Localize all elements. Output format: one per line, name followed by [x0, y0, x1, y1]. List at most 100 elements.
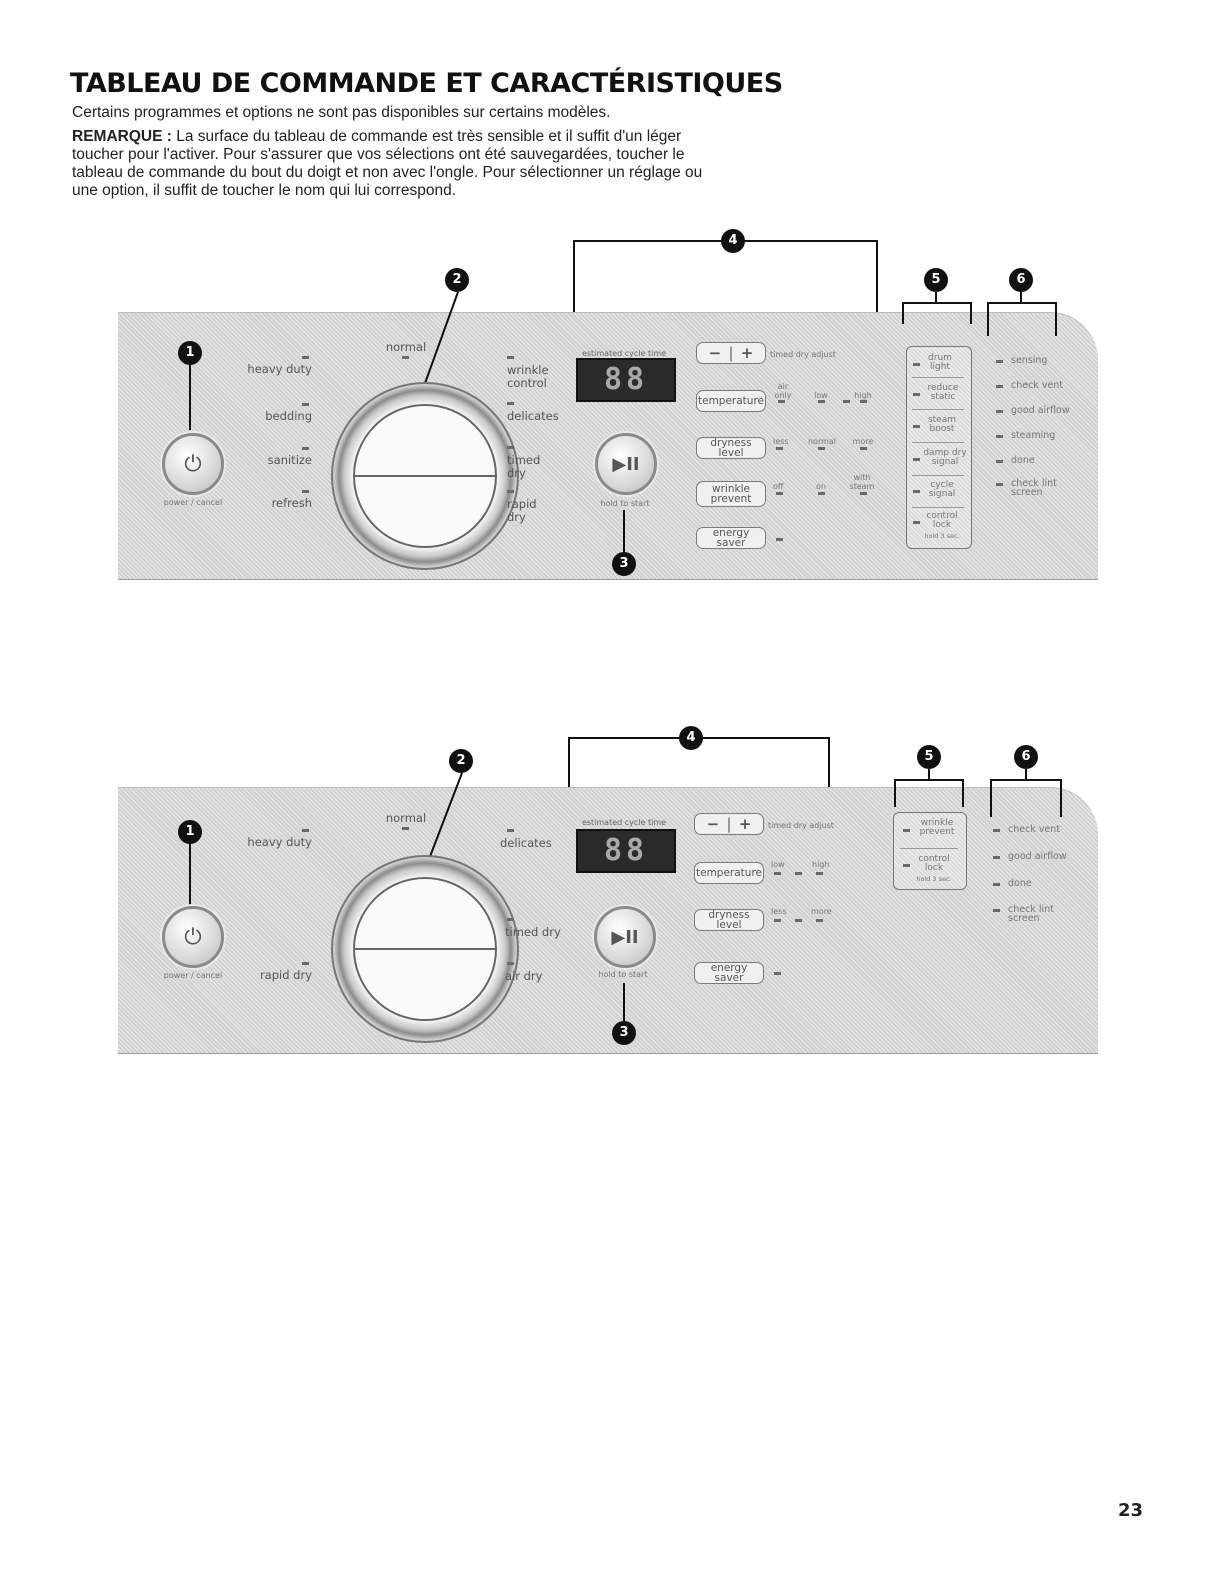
cycle-timed-dry[interactable]: timed dry: [507, 453, 541, 480]
option-reduce-static[interactable]: reduce static: [927, 383, 959, 402]
level-indicator: [778, 400, 785, 403]
cycle-sanitize[interactable]: sanitize: [267, 453, 312, 467]
option-separator: [912, 442, 964, 443]
cycle-bedding[interactable]: bedding: [265, 409, 312, 423]
play-pause-icon: ▶II: [611, 926, 639, 948]
cycle-normal[interactable]: normal: [385, 340, 427, 354]
cycle-indicator: [302, 490, 309, 493]
callout-6-bracket-left: [990, 779, 992, 817]
callout-5-bracket: [902, 302, 972, 304]
status-indicator: [996, 460, 1003, 463]
callout-1: 1: [178, 341, 202, 365]
level-indicator: [774, 972, 781, 975]
callout-5-stem: [928, 769, 930, 779]
dryness-level-normal: normal: [807, 437, 837, 446]
note-label: REMARQUE :: [72, 128, 172, 145]
wrinkle-prevent-button[interactable]: wrinkle prevent: [696, 481, 766, 507]
status-check-vent: check vent: [1008, 824, 1061, 835]
cycle-timed-dry[interactable]: timed dry: [505, 925, 561, 939]
status-indicator: [993, 909, 1000, 912]
option-cycle-signal[interactable]: cycle signal: [928, 480, 956, 499]
temp-level-high: high: [812, 860, 830, 869]
options-panel: [906, 346, 972, 549]
option-steam-boost[interactable]: steam boost: [927, 415, 957, 434]
dial-pointer: [355, 948, 495, 950]
start-pause-button[interactable]: ▶II: [594, 906, 656, 968]
option-indicator: [913, 490, 920, 493]
dryness-level-more: more: [811, 907, 832, 916]
level-indicator: [774, 872, 781, 875]
minus-icon[interactable]: −: [708, 343, 722, 362]
callout-5-bracket-right: [962, 779, 964, 807]
callout-2: 2: [445, 268, 469, 292]
timed-dry-adjust-button[interactable]: − | +: [694, 813, 764, 835]
temperature-button[interactable]: temperature: [694, 862, 764, 884]
callout-4-bracket-right: [828, 737, 830, 787]
status-check-lint-screen: check lint screen: [1011, 478, 1057, 498]
level-indicator: [795, 872, 802, 875]
cycle-delicates[interactable]: delicates: [500, 836, 552, 850]
cycle-indicator: [302, 962, 309, 965]
cycle-air-dry[interactable]: air dry: [505, 969, 543, 983]
control-lock-hold-note: hold 3 sec.: [924, 532, 960, 540]
status-indicator: [996, 360, 1003, 363]
temp-level-high: high: [854, 391, 872, 400]
dial-pointer: [355, 475, 495, 477]
option-control-lock[interactable]: control lock: [926, 511, 958, 530]
option-control-lock[interactable]: control lock: [918, 854, 950, 873]
dryness-level-button[interactable]: dryness level: [696, 437, 766, 459]
energy-saver-button[interactable]: energy saver: [694, 962, 764, 984]
option-drum-light[interactable]: drum light: [928, 353, 952, 372]
cycle-normal[interactable]: normal: [385, 811, 427, 825]
cycle-rapid-dry[interactable]: rapid dry: [259, 968, 312, 982]
callout-5-stem: [935, 292, 937, 302]
plus-icon[interactable]: +: [740, 343, 754, 362]
cycle-refresh[interactable]: refresh: [271, 496, 312, 510]
cycle-selector-dial[interactable]: [331, 382, 519, 570]
cycle-rapid-dry[interactable]: rapid dry: [507, 497, 537, 524]
cycle-wrinkle-control[interactable]: wrinkle control: [507, 363, 549, 390]
level-indicator: [776, 447, 783, 450]
cycle-indicator: [302, 356, 309, 359]
cycle-heavy-duty[interactable]: heavy duty: [247, 362, 312, 376]
level-indicator: [818, 492, 825, 495]
callout-6-bracket-right: [1055, 302, 1057, 336]
callout-1: 1: [178, 820, 202, 844]
cycle-indicator: [507, 356, 514, 359]
start-pause-button[interactable]: ▶II: [595, 433, 657, 495]
plus-icon[interactable]: +: [738, 814, 752, 833]
cycle-indicator: [302, 447, 309, 450]
control-lock-hold-note: hold 3 sec.: [916, 875, 952, 883]
wrinkle-level-off: off: [773, 482, 784, 491]
cycle-indicator: [507, 402, 514, 405]
timed-dry-adjust-button[interactable]: − | +: [696, 342, 766, 364]
option-indicator: [913, 425, 920, 428]
option-separator: [900, 848, 958, 849]
option-indicator: [913, 393, 920, 396]
callout-4-bracket-left: [573, 240, 575, 312]
option-separator: [912, 409, 964, 410]
energy-saver-button[interactable]: energy saver: [696, 527, 766, 549]
power-cancel-button[interactable]: ⏻: [162, 906, 224, 968]
option-indicator: [913, 458, 920, 461]
callout-1-leader: [189, 365, 191, 430]
option-damp-dry-signal[interactable]: damp dry signal: [923, 448, 967, 467]
option-indicator: [913, 521, 920, 524]
cycle-indicator: [507, 918, 514, 921]
cycle-selector-dial[interactable]: [331, 855, 519, 1043]
callout-5-bracket-left: [902, 302, 904, 324]
level-indicator: [816, 919, 823, 922]
cycle-delicates[interactable]: delicates: [507, 409, 559, 423]
callout-2-leader: [423, 291, 459, 387]
cycle-heavy-duty[interactable]: heavy duty: [247, 835, 312, 849]
minus-icon[interactable]: −: [706, 814, 720, 833]
status-indicator: [996, 410, 1003, 413]
option-wrinkle-prevent[interactable]: wrinkle prevent: [919, 818, 955, 837]
wrinkle-level-with-steam: with steam: [849, 473, 875, 491]
level-indicator: [818, 400, 825, 403]
dryness-level-button[interactable]: dryness level: [694, 909, 764, 931]
level-indicator: [795, 919, 802, 922]
callout-5-bracket-left: [894, 779, 896, 807]
temperature-button[interactable]: temperature: [696, 390, 766, 412]
power-cancel-button[interactable]: ⏻: [162, 433, 224, 495]
